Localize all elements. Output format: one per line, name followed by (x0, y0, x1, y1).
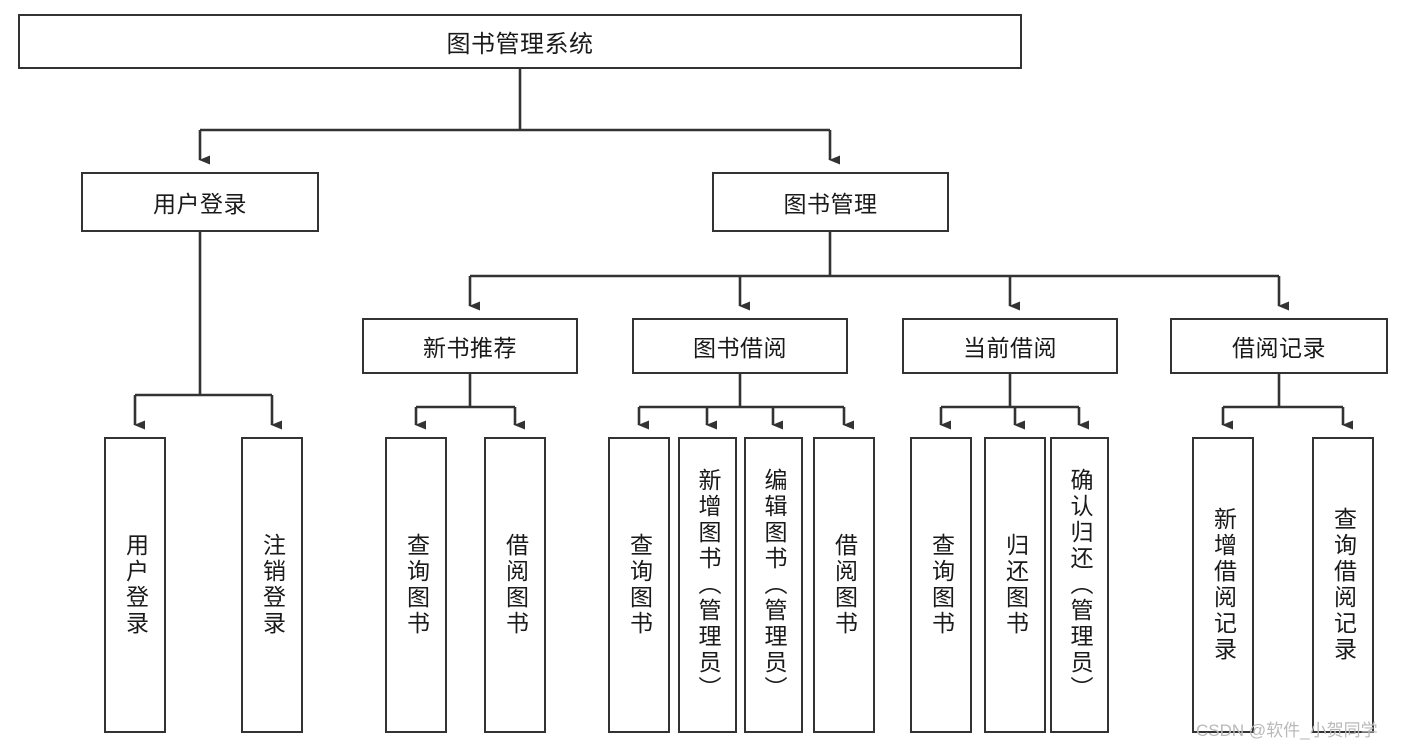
node-level3-new-book-recommend[interactable]: 新书推荐 (362, 318, 578, 374)
node-level2-book-management[interactable]: 图书管理 (712, 172, 949, 232)
node-leaf-logout[interactable]: 注销登录 (241, 437, 303, 733)
node-level3-book-borrow[interactable]: 图书借阅 (632, 318, 848, 374)
node-leaf-confirm-return-admin[interactable]: 确认归还（管理员） (1050, 437, 1109, 733)
node-label: 新书推荐 (423, 335, 517, 361)
node-label: 借阅记录 (1232, 335, 1326, 361)
node-leaf-edit-book-admin[interactable]: 编辑图书（管理员） (744, 437, 803, 733)
node-level3-borrow-record[interactable]: 借阅记录 (1170, 318, 1388, 374)
node-label: 查询图书 (928, 533, 955, 637)
node-label: 注销登录 (259, 533, 286, 637)
node-level3-current-borrow[interactable]: 当前借阅 (902, 318, 1118, 374)
node-leaf-add-borrow-record[interactable]: 新增借阅记录 (1192, 437, 1254, 733)
node-label: 图书借阅 (693, 335, 787, 361)
node-leaf-query-book-recommend[interactable]: 查询图书 (385, 437, 447, 733)
watermark-text: CSDN @软件_小贺同学 (1196, 721, 1378, 740)
node-leaf-query-book-borrow[interactable]: 查询图书 (608, 437, 670, 733)
node-label: 编辑图书（管理员） (761, 468, 787, 702)
node-label: 确认归还（管理员） (1067, 468, 1093, 702)
node-label: 查询借阅记录 (1330, 507, 1357, 663)
node-leaf-borrow-book-recommend[interactable]: 借阅图书 (484, 437, 546, 733)
node-label: 借阅图书 (831, 533, 858, 637)
node-label: 图书管理 (783, 191, 878, 217)
node-label: 新增借阅记录 (1210, 507, 1237, 663)
node-label: 用户登录 (153, 191, 247, 217)
node-label: 用户登录 (122, 533, 149, 637)
node-leaf-add-book-admin[interactable]: 新增图书（管理员） (678, 437, 737, 733)
node-leaf-return-book[interactable]: 归还图书 (984, 437, 1046, 733)
node-label: 图书管理系统 (446, 31, 594, 58)
node-label: 查询图书 (626, 533, 653, 637)
node-label: 归还图书 (1002, 533, 1029, 637)
node-label: 查询图书 (403, 533, 430, 637)
node-level2-user-login[interactable]: 用户登录 (81, 172, 319, 232)
node-leaf-borrow-book[interactable]: 借阅图书 (813, 437, 875, 733)
node-root[interactable]: 图书管理系统 (18, 14, 1022, 69)
node-leaf-query-borrow-record[interactable]: 查询借阅记录 (1312, 437, 1374, 733)
node-label: 借阅图书 (502, 533, 529, 637)
node-leaf-query-book-current[interactable]: 查询图书 (910, 437, 972, 733)
node-leaf-user-login[interactable]: 用户登录 (104, 437, 166, 733)
node-label: 当前借阅 (963, 335, 1057, 361)
node-label: 新增图书（管理员） (695, 468, 721, 702)
